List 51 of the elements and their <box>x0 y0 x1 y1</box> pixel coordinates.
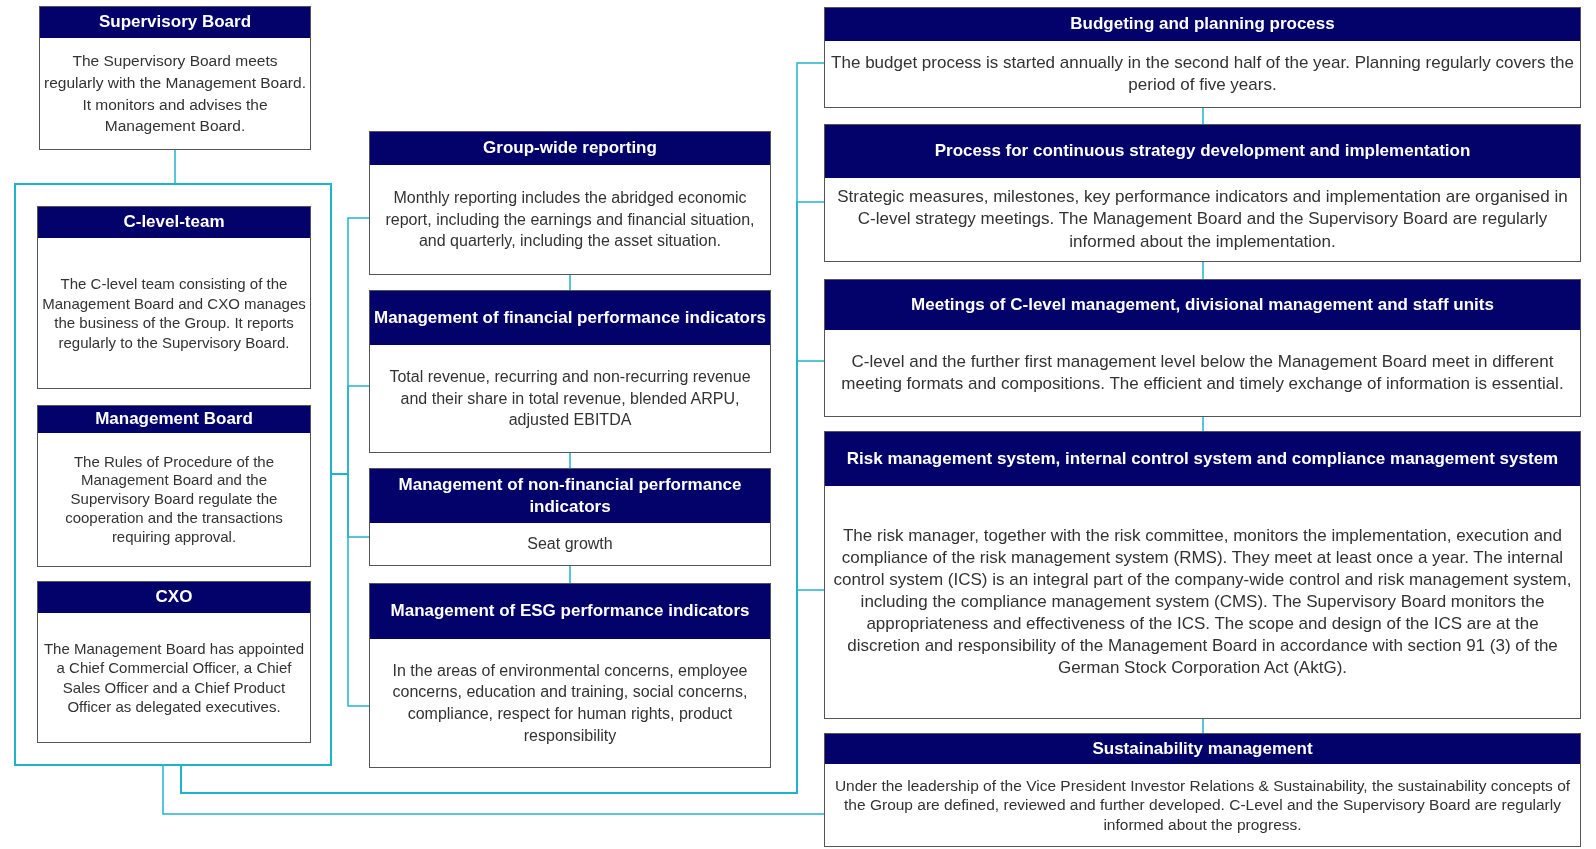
process-box <box>824 279 1581 417</box>
box-header: Management of financial performance indicators <box>370 291 770 345</box>
process-box <box>37 405 311 567</box>
connector-line <box>1202 261 1204 280</box>
box-header: CXO <box>38 582 310 613</box>
box-header: Process for continuous strategy development and implementation <box>825 125 1580 178</box>
process-box <box>824 733 1581 847</box>
box-text: Strategic measures, milestones, key performance indicators and implementation are organised in C-level strategy meetings. The Management Board and the Supervisory Board are regularly informed about the implementation. <box>836 186 1569 253</box>
process-box <box>369 290 771 453</box>
box-text: The Supervisory Board meets regularly with the Management Board. It monitors and advises the Management Board. <box>44 51 306 137</box>
box-header: Supervisory Board <box>40 7 310 38</box>
box-header: Risk management system, internal control system and compliance management system <box>825 432 1580 486</box>
process-box <box>824 124 1581 262</box>
box-header: Management of non-financial performance indicators <box>370 469 770 523</box>
process-box <box>369 131 771 275</box>
process-box <box>369 468 771 566</box>
box-text: Total revenue, recurring and non-recurring revenue and their share in total revenue, blended ARPU, adjusted EBITDA <box>388 367 752 431</box>
box-text: The risk manager, together with the risk committee, monitors the implementation, execution and compliance of the risk management system (RMS). They meet at least once a year. The internal control system (ICS) is an integral part of the company-wide control and risk management system, including the compliance management system (CMS). The Supervisory Board monitors the appropriateness and effectiveness of the ICS. The scope and design of the ICS are at the discretion and responsibility of the Management Board in accordance with section 91 (3) of the German Stock Corporation Act (AktG). <box>832 524 1573 680</box>
box-text: Monthly reporting includes the abridged economic report, including the earnings and financial situation, and quarterly, including the asset situation. <box>384 188 756 252</box>
box-text: The budget process is started annually in the second half of the year. Planning regularly covers the period of five years. <box>830 51 1575 96</box>
process-box <box>369 583 771 768</box>
box-text: C-level and the further first management level below the Management Board meet in different meeting formats and compositions. The efficient and timely exchange of information is essential. <box>840 350 1565 395</box>
process-box <box>824 7 1581 108</box>
box-text: In the areas of environmental concerns, employee concerns, education and training, social concerns, compliance, respect for human rights, product responsibility <box>391 660 749 746</box>
process-box <box>37 206 311 389</box>
box-text: Under the leadership of the Vice President Investor Relations & Sustainability, the sustainability concepts of the Group are defined, reviewed and further developed. C-Level and the Supervisory Board are regularly informed about the progress. <box>833 775 1572 835</box>
connector-line <box>1202 107 1204 125</box>
box-text: The Rules of Procedure of the Management Board and the Supervisory Board regulate the cooperation and the transactions requiring approval. <box>64 452 284 547</box>
box-text: Seat growth <box>527 534 613 555</box>
box-header: Budgeting and planning process <box>825 8 1580 41</box>
box-header: Management Board <box>38 406 310 433</box>
connector-line <box>174 149 176 184</box>
process-box <box>824 431 1581 719</box>
connector-line <box>180 589 825 794</box>
box-header: Group-wide reporting <box>370 132 770 165</box>
connector-line <box>1202 718 1204 734</box>
box-header: Management of ESG performance indicators <box>370 584 770 639</box>
connector-line <box>569 274 571 291</box>
connector-line <box>162 765 825 815</box>
connector-line <box>1202 416 1204 432</box>
box-header: Meetings of C-level management, divisional management and staff units <box>825 280 1580 330</box>
box-header: Sustainability management <box>825 734 1580 764</box>
box-text: The C-level team consisting of the Management Board and CXO manages the business of the Group. It reports regularly to the Supervisory Board. <box>42 274 306 352</box>
box-header: C-level-team <box>38 207 310 238</box>
connector-line <box>569 452 571 469</box>
process-box <box>37 581 311 743</box>
connector-line <box>331 473 370 707</box>
connector-line <box>569 565 571 584</box>
process-box <box>39 6 311 150</box>
box-text: The Management Board has appointed a Chief Commercial Officer, a Chief Sales Officer and a Chief Product Officer as delegated executives. <box>42 638 306 717</box>
group-frame <box>14 183 332 766</box>
